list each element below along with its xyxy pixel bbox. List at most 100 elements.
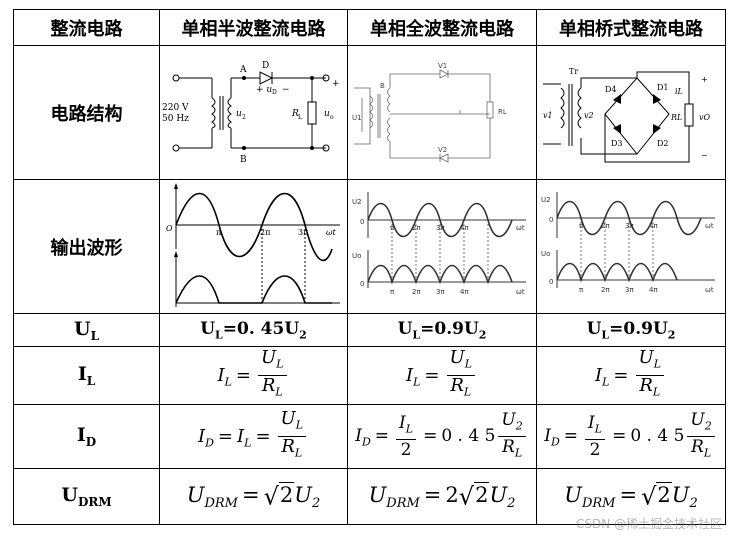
- watermark: CSDN @稀土掘金技术社区: [575, 517, 722, 531]
- half-wave-pi: π: [216, 228, 221, 237]
- half-label-rl-sub: L: [298, 114, 302, 121]
- half-label-d: D: [262, 61, 269, 71]
- bridge-wave-2pi: 2π: [601, 222, 610, 230]
- half-wave-wt: ωt: [326, 228, 337, 237]
- bridge-wave-pi: π: [579, 222, 584, 230]
- ul-label: UL: [13, 313, 160, 347]
- bridge-label-v1: v1: [543, 111, 553, 120]
- bridge-label-tr: Tr: [569, 67, 578, 76]
- half-label-u2: u: [236, 109, 242, 119]
- full-wave-4pi-bot: 4π: [460, 288, 469, 296]
- full-wave-3pi-bot: 3π: [436, 288, 445, 296]
- full-wave-zero-top: 0: [360, 218, 364, 226]
- bridge-label-rl: RL: [670, 113, 682, 122]
- header-rectifier: 整流电路: [13, 9, 160, 46]
- half-udrm-formula: UDRM=√2U2: [159, 468, 348, 525]
- bridge-label-v2: v2: [584, 111, 594, 120]
- bridge-udrm-formula: UDRM=√2U2: [536, 468, 726, 525]
- full-wave-wt: ωt: [516, 224, 525, 232]
- half-label-uo-sub: o: [330, 114, 334, 121]
- bridge-wave-4pi-bot: 4π: [649, 286, 658, 294]
- bridge-waveform-cell: U2 0 π 2π 3π 4π ωt Uo 0 π 2π 3π 4π ωt: [536, 179, 726, 314]
- half-label-freq: 50 Hz: [162, 114, 189, 124]
- half-label-uo: u: [324, 109, 330, 119]
- bridge-label-d3: D3: [611, 139, 623, 148]
- il-label: IL: [13, 346, 160, 405]
- half-wave-origin: O: [166, 224, 173, 233]
- bridge-label-il: iL: [675, 87, 683, 96]
- bridge-wave-wt: ωt: [705, 222, 714, 230]
- header-full-wave: 单相全波整流电路: [347, 9, 537, 46]
- bridge-wave-uo: Uo: [541, 250, 550, 258]
- bridge-circuit-diagram: Tr v1 v2 D4 D1 D3 D2 iL RL vO + −: [543, 67, 711, 162]
- full-wave-2pi: 2π: [412, 224, 421, 232]
- full-wave-circuit-diagram: B V1 V2 U1 RL: [352, 62, 507, 163]
- full-wave-wt-bot: ωt: [516, 288, 525, 296]
- bridge-wave-2pi-bot: 2π: [601, 286, 610, 294]
- full-wave-circuit-cell: B V1 V2 U1 RL: [347, 45, 537, 180]
- bridge-wave-3pi: 3π: [625, 222, 634, 230]
- half-wave-2pi: 2π: [260, 228, 270, 237]
- bridge-wave-zero-bot: 0: [549, 278, 553, 286]
- bridge-circuit-cell: Tr v1 v2 D4 D1 D3 D2 iL RL vO + −: [536, 45, 726, 180]
- bridge-wave-wt-bot: ωt: [705, 286, 714, 294]
- half-label-u2-sub: 2: [242, 114, 246, 121]
- full-wave-3pi: 3π: [436, 224, 445, 232]
- bridge-label-d2: D2: [657, 139, 669, 148]
- header-bridge: 单相桥式整流电路: [536, 9, 726, 46]
- full-wave-waveform-cell: U2 0 π 2π 3π 4π ωt Uo 0 π 2π 3π 4π ωt: [347, 179, 537, 314]
- full-wave-zero-bot: 0: [360, 280, 364, 288]
- full-ul-formula: UL=0.9U2: [347, 313, 537, 347]
- sqrt-icon: √: [263, 482, 279, 511]
- half-label-ud: + u: [256, 85, 272, 95]
- full-wave-u2: U2: [352, 198, 362, 206]
- bridge-label-minus: −: [701, 151, 708, 160]
- waveform-label: 输出波形: [13, 179, 160, 314]
- half-label-minus: −: [282, 85, 290, 95]
- half-wave-circuit-cell: A B D + u D − 220 V 50 Hz u 2 R L u o +: [159, 45, 348, 180]
- waveform-row: 输出波形 O π 2π 3π ωt: [13, 179, 726, 314]
- full-label-b: B: [380, 82, 385, 90]
- full-wave-pi-bot: π: [390, 288, 395, 296]
- half-wave-3pi: 3π: [298, 228, 308, 237]
- half-label-a: A: [239, 65, 247, 75]
- full-wave-4pi: 4π: [460, 224, 469, 232]
- bridge-waveform: U2 0 π 2π 3π 4π ωt Uo 0 π 2π 3π 4π ωt: [541, 191, 715, 294]
- full-wave-waveform: U2 0 π 2π 3π 4π ωt Uo 0 π 2π 3π 4π ωt: [352, 191, 526, 296]
- full-udrm-formula: UDRM=2√2U2: [347, 468, 537, 525]
- bridge-wave-4pi: 4π: [649, 222, 658, 230]
- full-wave-uo: Uo: [352, 252, 361, 260]
- udrm-row: UDRM UDRM=√2U2 UDRM=2√2U2 UDRM=√2U2: [13, 468, 726, 525]
- bridge-label-vo: vO: [699, 113, 711, 122]
- half-label-rl: R: [291, 109, 299, 119]
- half-wave-waveform-cell: O π 2π 3π ωt: [159, 179, 348, 314]
- full-wave-2pi-bot: 2π: [412, 288, 421, 296]
- full-wave-pi: π: [390, 224, 395, 232]
- circuit-label: 电路结构: [13, 45, 160, 180]
- header-half-wave: 单相半波整流电路: [159, 9, 348, 46]
- bridge-label-plus: +: [701, 75, 708, 84]
- half-label-ud-sub: D: [272, 89, 277, 96]
- half-wave-circuit-diagram: A B D + u D − 220 V 50 Hz u 2 R L u o +: [162, 61, 340, 165]
- circuit-row: 电路结构: [13, 45, 726, 180]
- bridge-label-d1: D1: [657, 83, 669, 92]
- full-label-u1: U1: [352, 114, 362, 122]
- half-wave-waveform: O π 2π 3π ωt: [166, 182, 340, 307]
- bridge-ul-formula: UL=0.9U2: [536, 313, 726, 347]
- bridge-wave-pi-bot: π: [579, 286, 584, 294]
- half-ul-formula: UL=0. 45U2: [159, 313, 348, 347]
- bridge-wave-zero-top: 0: [549, 216, 553, 224]
- id-label: ID: [13, 404, 160, 469]
- half-label-b: B: [240, 155, 247, 165]
- half-label-voltage: 220 V: [162, 103, 189, 113]
- bridge-wave-3pi-bot: 3π: [625, 286, 634, 294]
- rectifier-comparison-table: 整流电路 单相半波整流电路 单相全波整流电路 单相桥式整流电路 电路结构: [13, 9, 726, 525]
